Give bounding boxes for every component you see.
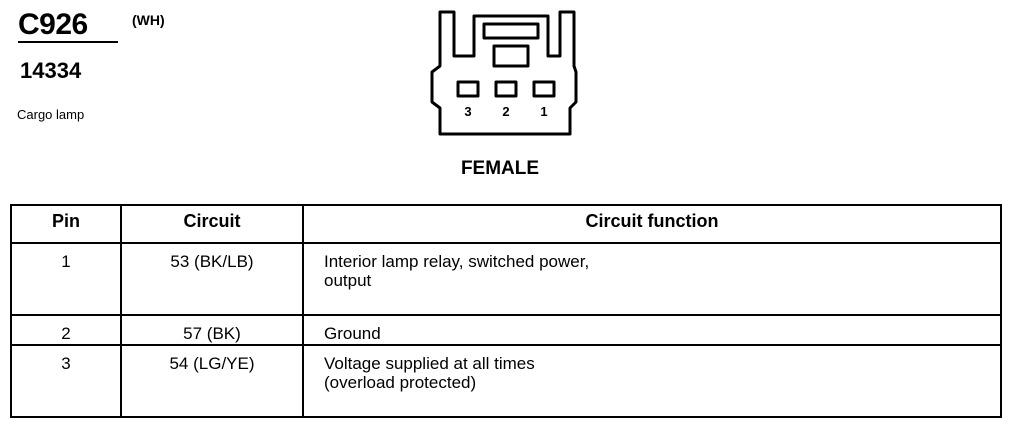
circuit-cell: 57 (BK)	[120, 314, 304, 346]
connector-housing	[430, 10, 578, 136]
pin-cell: 1	[10, 242, 122, 316]
header-circuit: Circuit	[120, 204, 304, 244]
connector-id: C926	[18, 8, 88, 41]
cavity-label-2: 2	[502, 104, 509, 119]
table-row: 3 54 (LG/YE) Voltage supplied at all tim…	[10, 344, 1002, 418]
cavity-3	[456, 80, 480, 98]
function-line: Voltage supplied at all times	[324, 354, 535, 373]
function-line: (overload protected)	[324, 373, 477, 392]
circuit-cell: 53 (BK/LB)	[120, 242, 304, 316]
pin-cell: 3	[10, 344, 122, 418]
cavity-1	[532, 80, 556, 98]
pin-cell: 2	[10, 314, 122, 346]
connector-description: Cargo lamp	[17, 107, 85, 122]
header-pin: Pin	[10, 204, 122, 244]
part-number: 14334	[20, 58, 82, 83]
table-header-row: Pin Circuit Circuit function	[10, 204, 1002, 244]
table-row: 1 53 (BK/LB) Interior lamp relay, switch…	[10, 242, 1002, 316]
connector-gender: FEMALE	[460, 158, 540, 179]
pinout-table: Pin Circuit Circuit function 1 53 (BK/LB…	[10, 204, 1002, 418]
function-line: Interior lamp relay, switched power,	[324, 252, 590, 271]
cavity-label-3: 3	[464, 104, 471, 119]
header-circuit-function: Circuit function	[302, 204, 1002, 244]
locking-tab	[482, 22, 540, 40]
cavity-label-1: 1	[540, 104, 547, 119]
cavity-2	[494, 80, 518, 98]
circuit-cell: 54 (LG/YE)	[120, 344, 304, 418]
connector-face-diagram: 3 2 1	[430, 10, 578, 136]
connector-color: (WH)	[132, 12, 165, 28]
function-cell: Voltage supplied at all times (overload …	[302, 344, 1002, 418]
table-row: 2 57 (BK) Ground	[10, 314, 1002, 346]
function-line: output	[324, 271, 372, 290]
function-cell: Ground	[302, 314, 1002, 346]
connector-id-underline	[18, 41, 118, 43]
locking-tab-window	[492, 44, 530, 68]
function-cell: Interior lamp relay, switched power, out…	[302, 242, 1002, 316]
function-line: Ground	[324, 324, 381, 343]
